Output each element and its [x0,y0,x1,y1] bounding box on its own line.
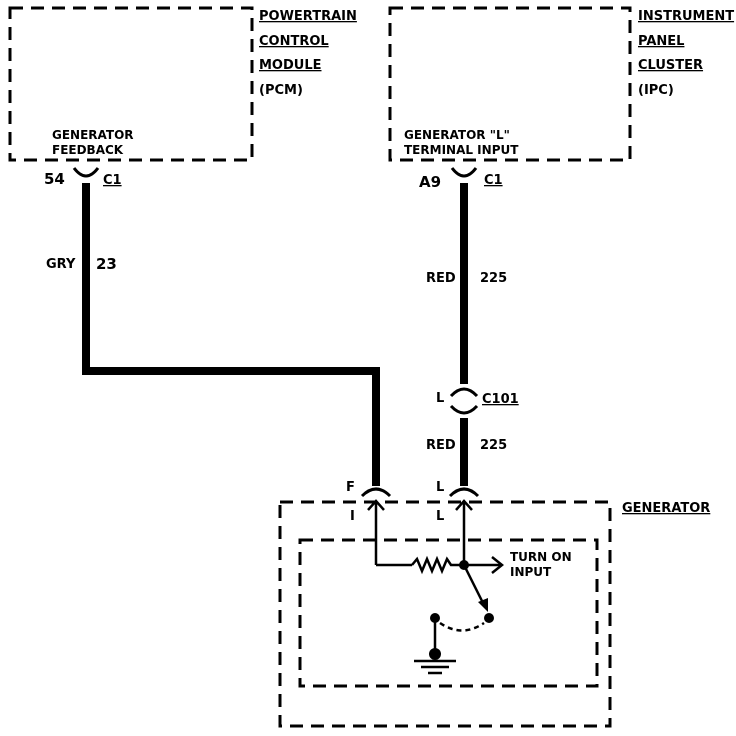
gry-wire: GRY 23 [46,183,380,486]
l-terminal-label-bottom: L [436,509,444,524]
generator: GENERATOR F I L L TURN ON INPUT [278,480,710,728]
pcm-module: POWERTRAIN CONTROL MODULE (PCM) GENERATO… [8,6,357,188]
ipc-module: INSTRUMENT PANEL CLUSTER (IPC) GENERATOR… [388,6,734,191]
pcm-name-line-4: (PCM) [259,83,303,98]
turn-on-input-arrow [491,556,505,574]
c101-pin: L [436,391,444,406]
red-wire-lower-circuit: 225 [480,438,507,453]
ipc-input-label-1: GENERATOR "L" [404,128,510,142]
switch-right-contact [484,613,494,623]
switch-blade [462,564,486,606]
turn-on-input-label-1: TURN ON [510,550,572,564]
l-terminal-cup [448,487,480,498]
c101-lower-cup [449,404,479,415]
pcm-pin-number: 54 [44,170,65,188]
ipc-name-line-2: PANEL [638,34,684,49]
ground-node-dot [429,648,441,660]
pcm-box [8,6,254,162]
switch-blade-arrow [478,598,488,612]
turn-on-input-label-2: INPUT [510,565,552,579]
gry-wire-path [82,183,380,486]
pcm-connector-id: C1 [103,173,122,188]
inline-connector-c101: L C101 [436,387,519,415]
ipc-box [388,6,632,162]
c101-upper-cup [449,387,479,398]
red-wire-upper-circuit: 225 [480,271,507,286]
ground-icon [414,659,456,675]
ipc-name-line-1: INSTRUMENT [638,9,734,24]
ipc-input-label-2: TERMINAL INPUT [404,143,519,157]
gry-wire-color: GRY [46,257,76,272]
ipc-connector-id: C1 [484,173,503,188]
ipc-pin-number: A9 [419,173,441,191]
c101-name: C101 [482,392,519,407]
l-terminal-arrow [455,499,473,565]
gry-wire-label-mark [82,254,90,274]
f-terminal-arrow [367,499,385,565]
pcm-pin-connector [72,167,100,178]
pcm-input-label-1: GENERATOR [52,128,134,142]
f-terminal-label-bottom: I [350,509,355,524]
gry-wire-circuit: 23 [96,255,117,273]
generator-name: GENERATOR [622,501,710,516]
generator-regulator-box [298,538,599,688]
generator-f-terminal: F I [346,480,392,565]
f-terminal-cup [360,487,392,498]
red-wire-upper-color: RED [426,271,456,286]
switch-open-gap [439,621,485,632]
ipc-name-line-4: (IPC) [638,83,674,98]
l-terminal-label-top: L [436,480,444,495]
pcm-input-label-2: FEEDBACK [52,143,124,157]
ipc-pin-connector [450,167,478,178]
red-wire: RED 225 L C101 RED 225 [426,183,519,486]
generator-l-terminal: L L [436,480,480,565]
pcm-name-line-2: CONTROL [259,34,329,49]
f-terminal-label-top: F [346,480,355,495]
pcm-name-line-3: MODULE [259,58,322,73]
red-wire-lower-color: RED [426,438,456,453]
pcm-name-line-1: POWERTRAIN [259,9,357,24]
ipc-name-line-3: CLUSTER [638,58,703,73]
resistor-symbol [411,555,464,575]
generator-outer-box [278,500,612,728]
